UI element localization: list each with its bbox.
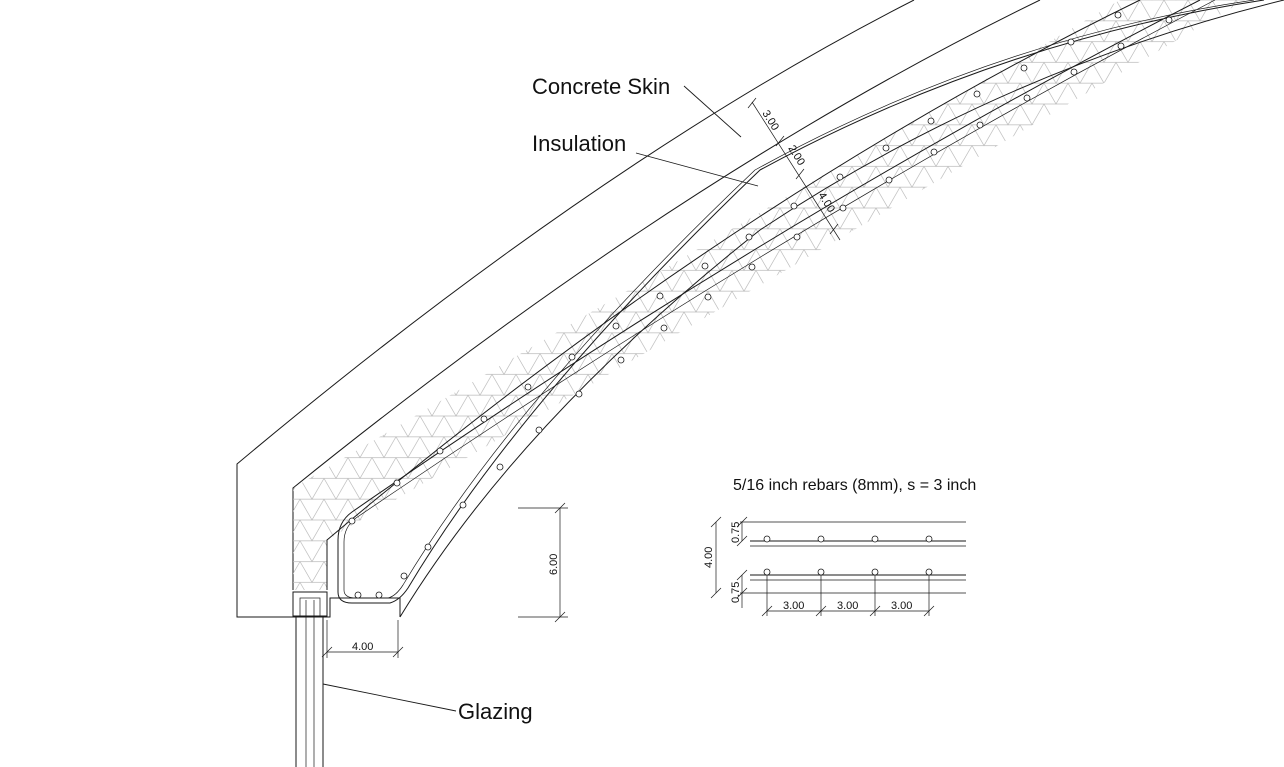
dim-edge-width: 4.00 <box>352 641 373 653</box>
label-concrete-skin: Concrete Skin <box>532 74 670 99</box>
leader-insulation <box>635 152 759 187</box>
dim-spacing-3: 3.00 <box>891 600 912 612</box>
slab-top-line-2 <box>343 0 1255 599</box>
dim-spacing-1: 3.00 <box>783 600 804 612</box>
rebar-note: 5/16 inch rebars (8mm), s = 3 inch <box>733 477 976 494</box>
insulation-hatch <box>293 0 1245 590</box>
dim-edge-height: 6.00 <box>548 554 560 575</box>
glazing-frame <box>292 591 328 767</box>
insulation-outer-edge <box>292 0 1041 590</box>
edge-width-dimension: 4.00 <box>321 620 404 658</box>
dim-detail-cover-top: 0.75 <box>730 522 742 543</box>
insulation-inner-edge <box>326 0 1141 590</box>
rebar-dots-top <box>348 11 1122 525</box>
edge-height-dimension: 6.00 <box>518 502 568 623</box>
slab-soffit-line <box>399 0 1284 618</box>
dim-spacing-2: 3.00 <box>837 600 858 612</box>
leader-glazing <box>322 683 457 712</box>
concrete-skin-outline <box>236 0 915 618</box>
rebar-dots-bottom <box>354 16 1173 599</box>
slab-top-line-1 <box>337 0 1265 604</box>
dim-detail-cover-bottom: 0.75 <box>730 582 742 603</box>
dim-skin-thickness: 3.00 <box>759 108 781 133</box>
label-glazing: Glazing <box>458 699 533 724</box>
leader-concrete-skin <box>683 85 742 138</box>
rebar-detail: 5/16 inch rebars (8mm), s = 3 inch 4.00 … <box>703 477 976 617</box>
dim-detail-depth: 4.00 <box>703 547 715 568</box>
label-insulation: Insulation <box>532 131 626 156</box>
